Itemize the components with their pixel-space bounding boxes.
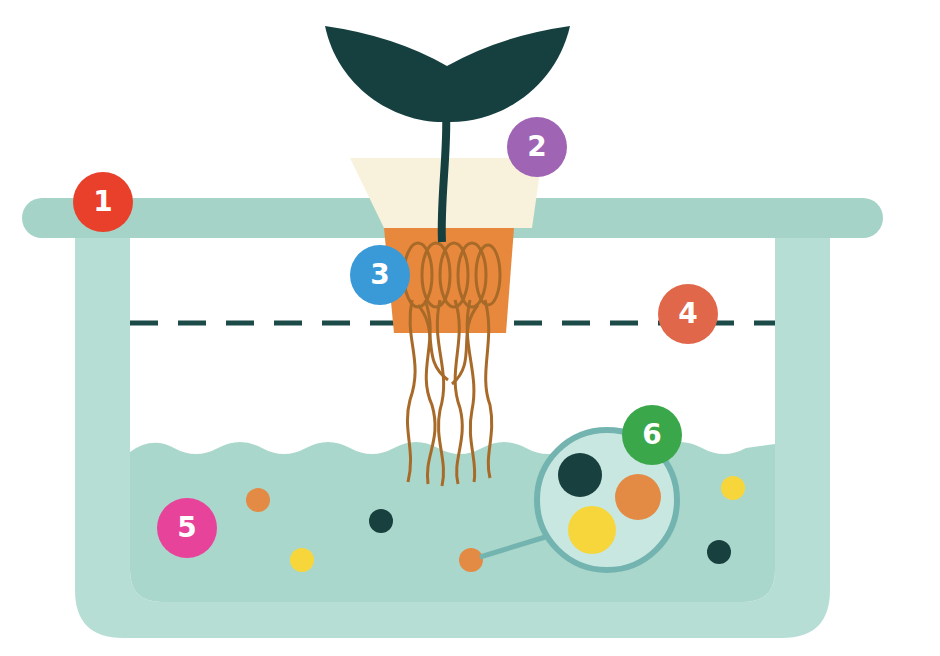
roots xyxy=(404,243,500,486)
magnifier-handle xyxy=(480,535,552,557)
callout-number: 4 xyxy=(678,300,697,328)
particle-zoom xyxy=(558,453,602,497)
callout-circle: 3 xyxy=(350,245,410,305)
plant-leaf xyxy=(325,26,447,122)
callout-circle: 4 xyxy=(658,284,718,344)
plant-stem xyxy=(442,112,447,242)
nutrient-solution xyxy=(130,442,775,602)
callout-number: 1 xyxy=(93,188,112,216)
callout-number: 6 xyxy=(642,421,661,449)
callout-circle: 1 xyxy=(73,172,133,232)
callout-circle: 6 xyxy=(622,405,682,465)
container-wall xyxy=(75,225,830,638)
callout-circle: 5 xyxy=(157,498,217,558)
particle-zoom xyxy=(568,506,616,554)
callout-number: 5 xyxy=(177,514,196,542)
particle-zoom xyxy=(615,474,661,520)
callout-number: 3 xyxy=(370,261,389,289)
callout-number: 2 xyxy=(527,133,546,161)
plant-leaf xyxy=(447,26,570,122)
callout-circle: 2 xyxy=(507,117,567,177)
